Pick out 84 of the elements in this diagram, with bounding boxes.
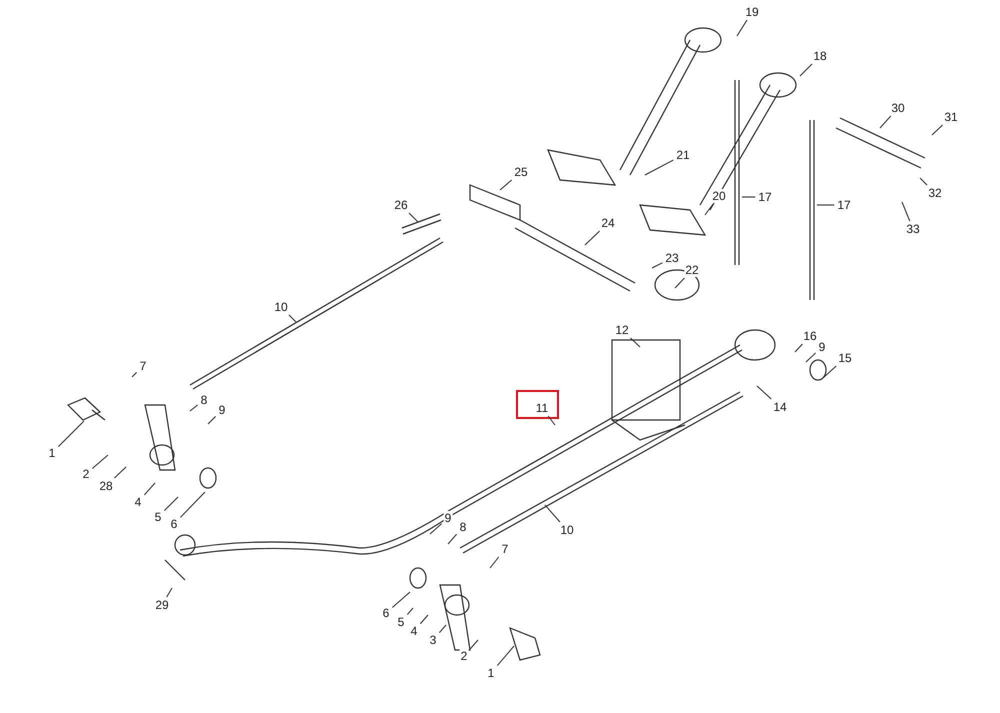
callout-number: 6 <box>170 517 178 531</box>
callout-number: 10 <box>559 523 575 537</box>
leader-line <box>920 178 928 186</box>
leader-line <box>144 482 156 496</box>
leader-line <box>584 230 600 246</box>
leader-line <box>742 196 756 198</box>
callout-number: 25 <box>513 165 529 179</box>
leader-line <box>822 366 837 378</box>
leader-line <box>392 592 410 608</box>
leader-line <box>208 416 216 424</box>
callout-number: 26 <box>393 198 409 212</box>
leader-line <box>408 212 418 222</box>
leader-line <box>58 420 84 448</box>
callout-number: 32 <box>927 186 943 200</box>
leader-line <box>800 64 812 76</box>
callout-number: 18 <box>812 49 828 63</box>
leader-line <box>496 646 514 666</box>
leader-line <box>288 314 296 322</box>
callout-number: 9 <box>818 340 826 354</box>
leader-line <box>448 534 458 544</box>
callout-number: 31 <box>943 110 959 124</box>
callout-number: 29 <box>154 598 170 612</box>
callout-number: 20 <box>711 189 727 203</box>
leader-line <box>114 466 126 478</box>
callout-number: 2 <box>82 467 90 481</box>
callout-number: 8 <box>458 520 468 534</box>
leader-line <box>164 496 178 512</box>
callout-number: 5 <box>154 510 162 524</box>
leader-line <box>548 416 556 426</box>
callout-number: 3 <box>428 633 438 647</box>
leader-line <box>806 352 816 362</box>
leader-line <box>794 344 803 352</box>
callout-number: 9 <box>218 403 226 417</box>
callout-number: 4 <box>134 495 142 509</box>
callout-number: 5 <box>396 615 406 629</box>
callout-number: 14 <box>772 400 788 414</box>
leader-line <box>816 204 835 206</box>
callout-number: 24 <box>600 216 616 230</box>
leader-line <box>470 640 478 650</box>
leader-line <box>736 20 748 36</box>
leader-line <box>406 608 414 616</box>
leader-line <box>756 386 772 400</box>
callout-number: 22 <box>684 263 700 277</box>
callout-number: 19 <box>744 5 760 19</box>
callout-number: 17 <box>836 198 852 212</box>
leader-line <box>630 338 640 348</box>
callout-number: 10 <box>273 300 289 314</box>
callout-number: 2 <box>460 649 468 663</box>
leader-line <box>438 624 446 634</box>
leader-line <box>92 454 108 470</box>
callout-number: 23 <box>664 251 680 265</box>
callout-number: 1 <box>486 666 496 680</box>
leader-line <box>652 262 663 268</box>
callout-number: 17 <box>757 190 773 204</box>
leader-line <box>132 372 138 378</box>
leader-line <box>644 160 674 176</box>
leader-line <box>166 588 172 598</box>
callout-number: 11 <box>534 401 550 415</box>
leader-line <box>490 556 500 568</box>
leader-line <box>932 124 944 136</box>
callout-number: 7 <box>138 359 148 373</box>
leader-line <box>704 204 714 216</box>
leader-line <box>420 614 428 624</box>
callout-number: 12 <box>614 323 630 337</box>
leader-line <box>180 492 206 518</box>
leader-line <box>190 404 198 412</box>
callout-number: 21 <box>675 148 691 162</box>
callout-number: 7 <box>500 542 510 556</box>
callout-number: 9 <box>444 511 452 525</box>
leader-line <box>880 116 892 128</box>
leader-line <box>544 504 560 522</box>
leader-line <box>902 202 910 222</box>
callout-number: 30 <box>890 101 906 115</box>
leader-line <box>674 278 685 288</box>
leader-line <box>500 180 512 190</box>
callout-number: 28 <box>98 479 114 493</box>
callout-number: 6 <box>382 606 390 620</box>
callout-number: 8 <box>200 393 208 407</box>
callout-number: 33 <box>905 222 921 236</box>
leader-line <box>430 523 442 534</box>
callout-number: 1 <box>48 446 56 460</box>
callout-number: 4 <box>410 624 418 638</box>
callout-number: 16 <box>802 329 818 343</box>
callout-number: 15 <box>837 351 853 365</box>
